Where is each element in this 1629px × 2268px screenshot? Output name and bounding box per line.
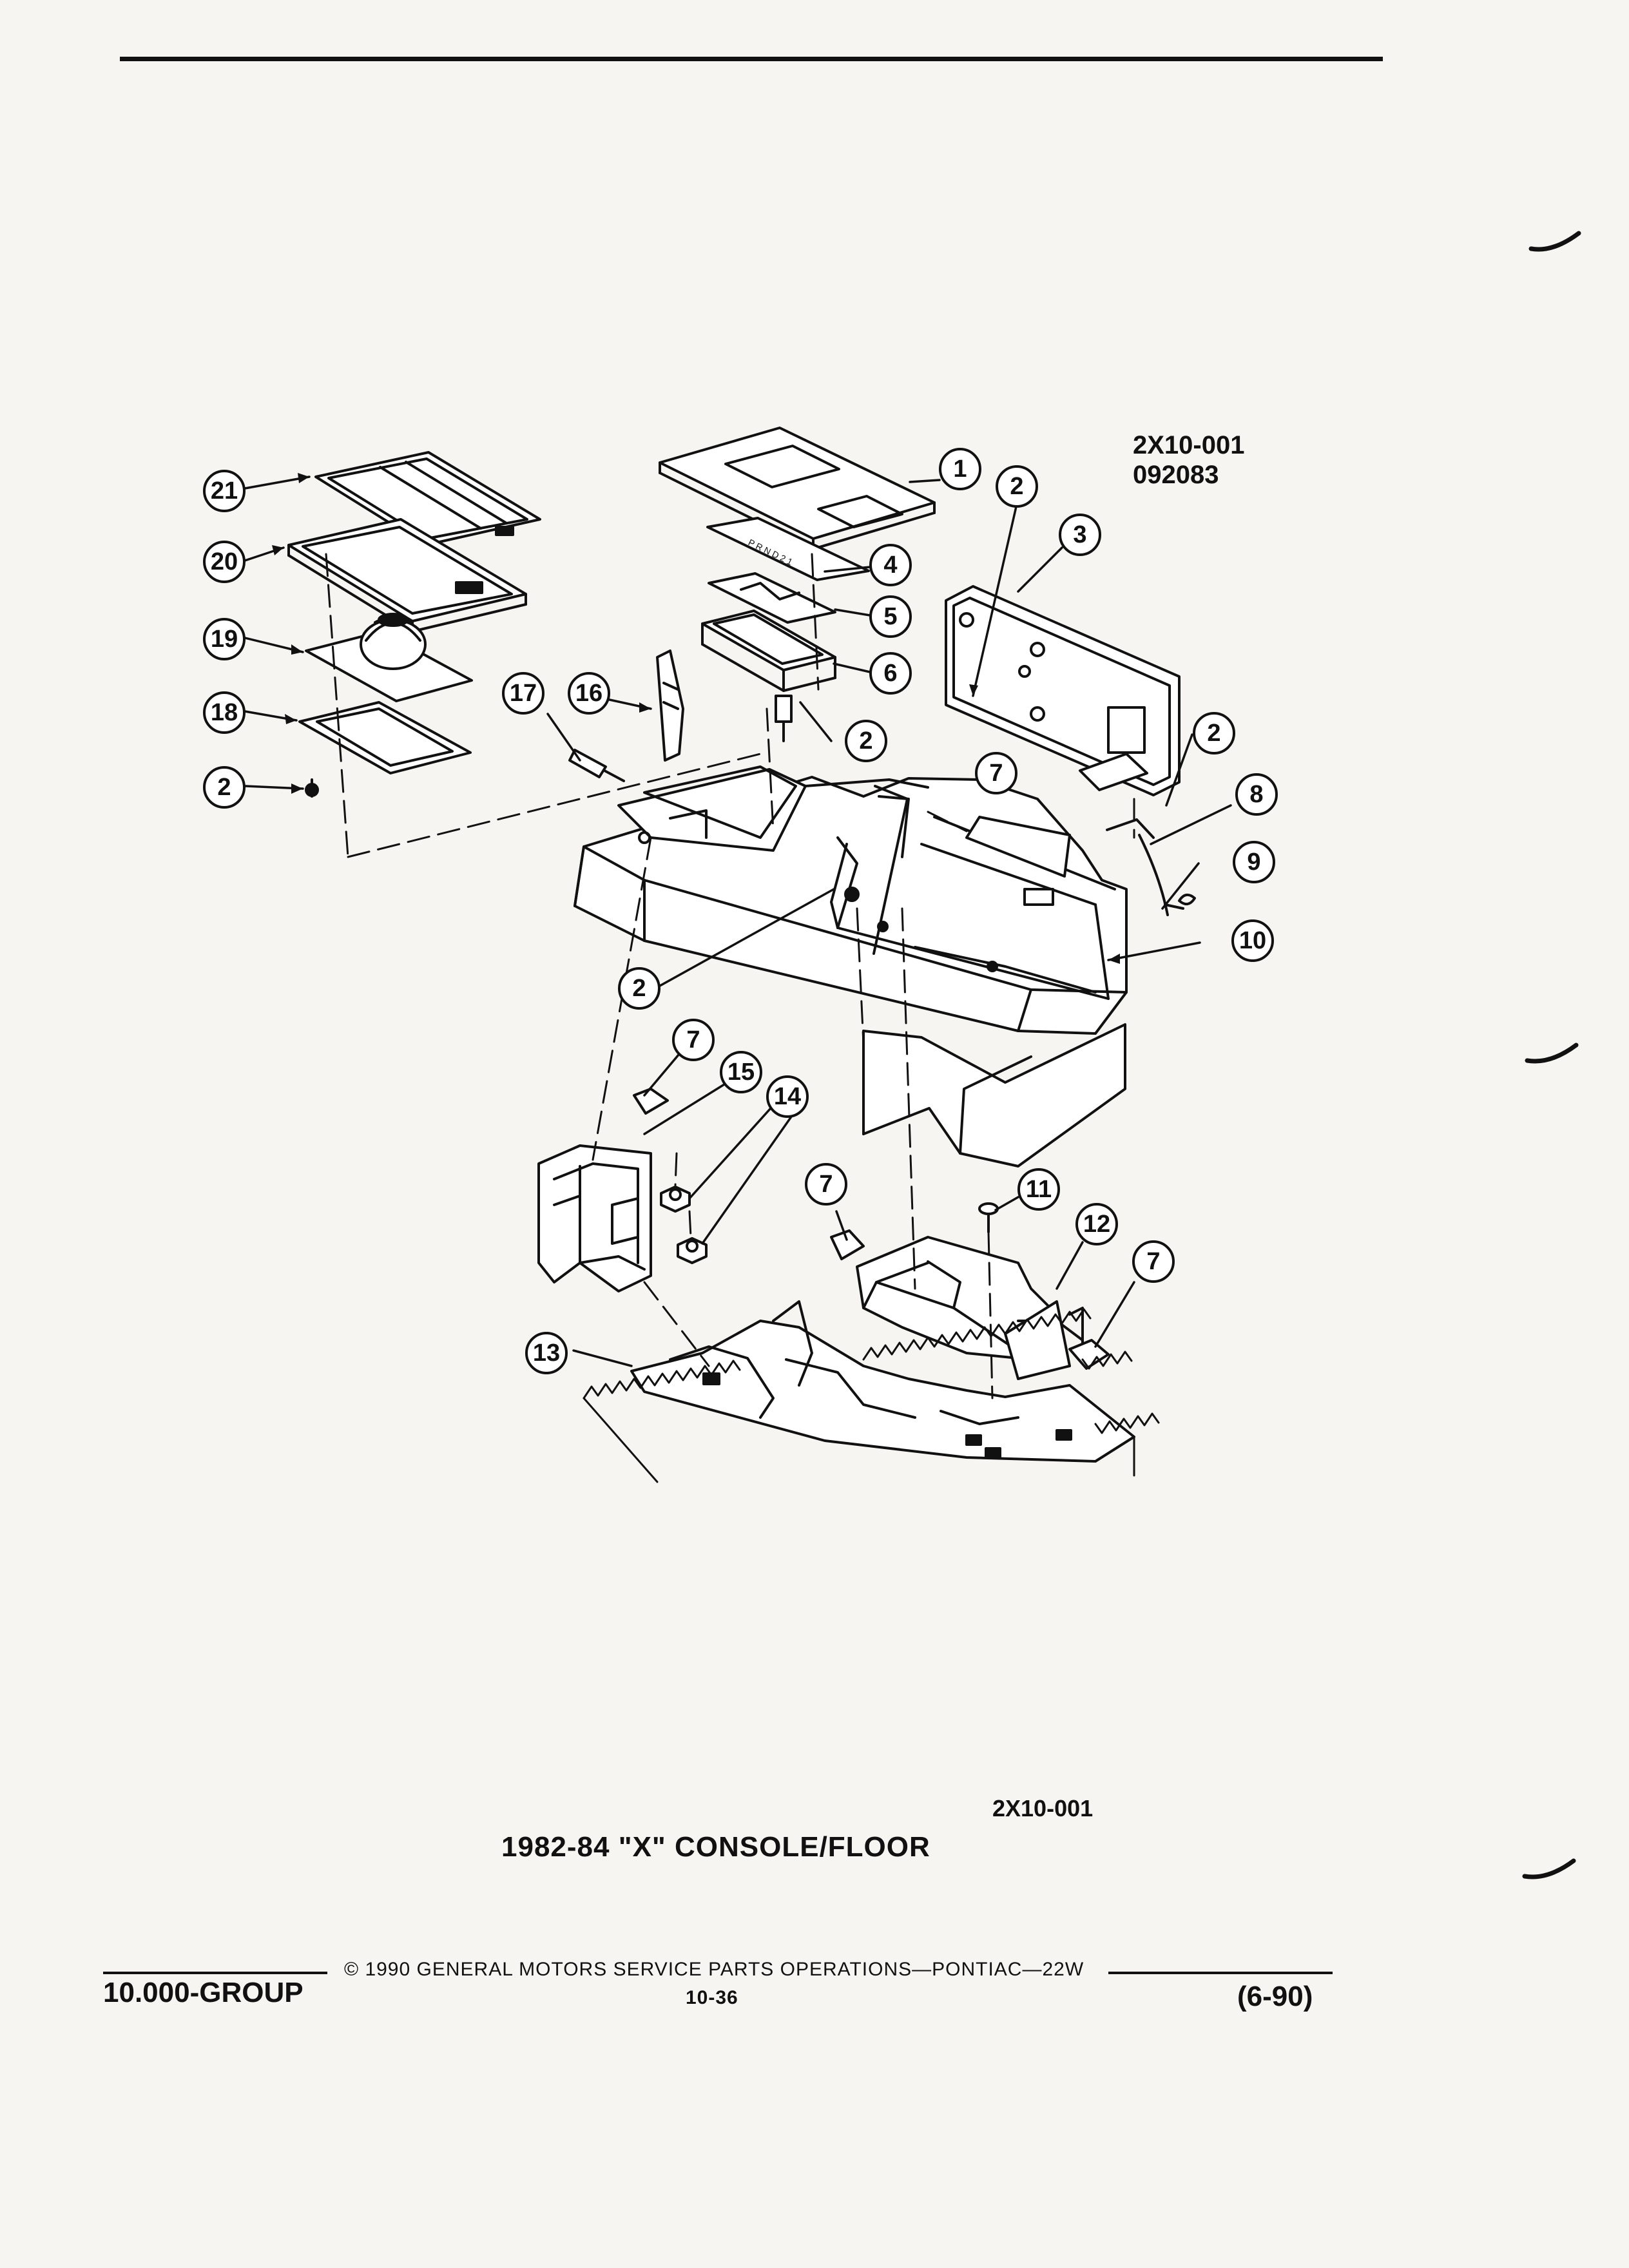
svg-text:11: 11: [1026, 1176, 1052, 1203]
svg-text:2: 2: [1010, 473, 1023, 500]
svg-text:15: 15: [728, 1059, 755, 1086]
svg-text:8: 8: [1249, 781, 1263, 808]
svg-text:2: 2: [859, 727, 872, 754]
diagram-ref-line1: 2X10-001: [1133, 431, 1245, 459]
footer-copyright: © 1990 GENERAL MOTORS SERVICE PARTS OPER…: [344, 1959, 1084, 1980]
callout-10: 10: [1231, 919, 1274, 962]
footer-date: (6-90): [1237, 1981, 1313, 2012]
svg-text:17: 17: [510, 680, 537, 707]
retainer-plate-part: [298, 701, 472, 774]
callout-11: 11: [1017, 1168, 1060, 1211]
bracket-and-spring: [1106, 818, 1196, 916]
callout-4: 4: [869, 544, 912, 586]
callout-1: 1: [939, 448, 981, 490]
svg-text:10: 10: [1239, 927, 1266, 954]
top-rule: [120, 57, 1383, 61]
callout-12: 12: [1075, 1203, 1118, 1245]
callout-7-rear-left: 7: [805, 1163, 847, 1206]
nuts: [660, 1186, 708, 1264]
callout-2-far-left: 2: [203, 766, 246, 809]
svg-text:2: 2: [1207, 720, 1220, 747]
binder-marks: [1522, 231, 1581, 1879]
small-screw: [305, 778, 319, 798]
svg-text:21: 21: [211, 477, 238, 505]
console-body-part: [574, 765, 1128, 1168]
footer-group: 10.000-GROUP: [103, 1977, 304, 2008]
diagram-ref-code: 2X10-001 092083: [1133, 430, 1244, 490]
svg-text:1: 1: [953, 456, 967, 483]
svg-text:19: 19: [211, 626, 238, 653]
callout-19: 19: [203, 618, 246, 660]
rear-floor-bracket: [856, 1236, 1084, 1380]
svg-text:7: 7: [989, 760, 1003, 787]
callout-9: 9: [1233, 841, 1275, 883]
svg-text:2: 2: [217, 774, 231, 801]
boot-part: [305, 613, 473, 702]
diagram-ref-line2: 092083: [1133, 461, 1219, 489]
floor-pan: [630, 1300, 1135, 1463]
callout-3: 3: [1059, 514, 1101, 556]
callout-7-front: 7: [672, 1019, 715, 1061]
clip-rear-left: [830, 1229, 865, 1260]
svg-text:16: 16: [575, 680, 602, 707]
svg-text:5: 5: [883, 603, 897, 630]
svg-text:7: 7: [1146, 1248, 1160, 1275]
svg-text:14: 14: [774, 1083, 801, 1110]
svg-text:12: 12: [1083, 1211, 1110, 1238]
console-cover-part: [659, 427, 936, 550]
push-pin-part: [568, 749, 625, 782]
clip-front: [633, 1088, 669, 1115]
housing-part: [701, 610, 836, 742]
arrowheads: [272, 473, 1120, 964]
retainer-strip-part: [656, 649, 684, 762]
callout-18: 18: [203, 691, 246, 734]
callout-21: 21: [203, 470, 246, 512]
callout-14: 14: [766, 1075, 809, 1118]
callout-5: 5: [869, 595, 912, 638]
bezel-part: [287, 518, 527, 633]
callout-2-right: 2: [1193, 712, 1235, 754]
callout-13: 13: [525, 1332, 568, 1374]
front-floor-bracket: [537, 1144, 652, 1293]
callout-15: 15: [720, 1051, 762, 1093]
svg-text:13: 13: [533, 1340, 560, 1367]
svg-text:18: 18: [211, 699, 238, 726]
figure-code: 2X10-001: [992, 1795, 1094, 1821]
bolt-part: [978, 1202, 999, 1233]
footer-page-number: 10-36: [686, 1987, 738, 2008]
svg-text:7: 7: [819, 1171, 833, 1198]
svg-text:6: 6: [883, 660, 897, 687]
svg-text:3: 3: [1073, 521, 1086, 548]
callout-16: 16: [568, 672, 610, 715]
footer-rule-right: [1108, 1972, 1333, 1974]
figure-title: 1982-84 "X" CONSOLE/FLOOR: [501, 1831, 930, 1863]
svg-text:20: 20: [211, 548, 238, 575]
clip-rear-right: [1068, 1339, 1110, 1370]
callout-7-top: 7: [975, 752, 1017, 794]
footer-rule-left: [103, 1972, 327, 1974]
svg-text:9: 9: [1247, 849, 1260, 876]
svg-text:7: 7: [686, 1026, 700, 1053]
callout-2-left-body: 2: [618, 967, 660, 1010]
leader-lines: [244, 476, 1232, 1367]
carpet-edges: [583, 1308, 1160, 1483]
svg-text:2: 2: [632, 975, 646, 1002]
svg-text:4: 4: [883, 552, 897, 579]
callout-6: 6: [869, 652, 912, 695]
callout-17: 17: [502, 672, 545, 715]
callout-2-mid: 2: [845, 720, 887, 762]
callout-2-top: 2: [996, 465, 1038, 508]
callout-8: 8: [1235, 773, 1278, 816]
callout-7-rear-right: 7: [1132, 1240, 1175, 1283]
rear-panel-part: [945, 585, 1181, 796]
lens-part: [708, 572, 836, 624]
callout-20: 20: [203, 541, 246, 583]
